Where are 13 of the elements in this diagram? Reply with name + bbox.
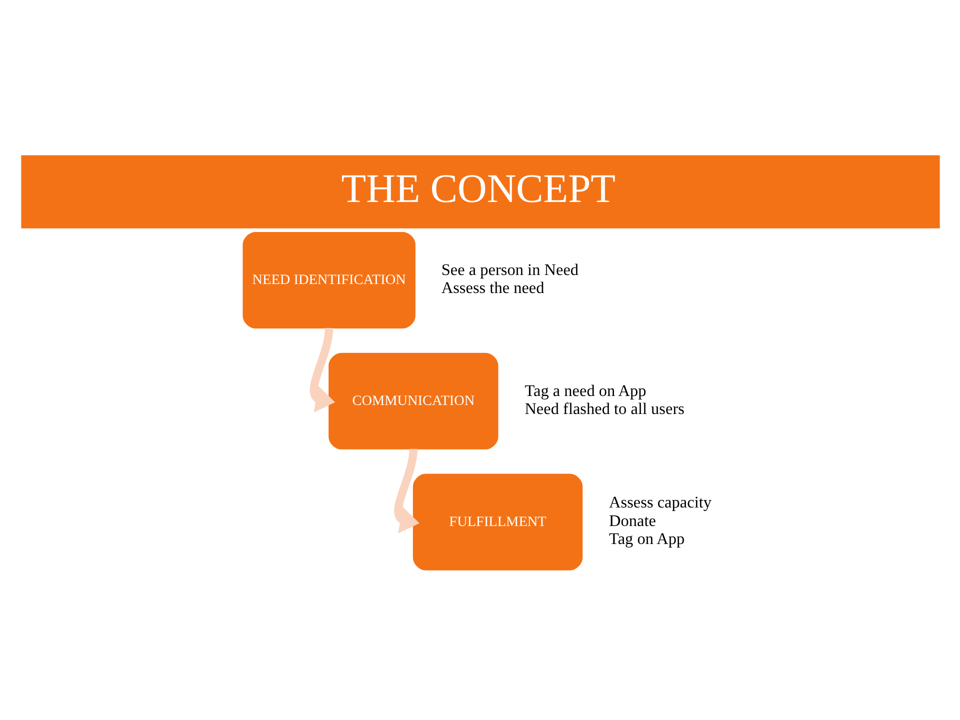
diagram-title: THE CONCEPT [340,165,616,210]
arrow [309,327,335,412]
node-label: See a person in Need [440,260,578,278]
arrow [394,448,419,533]
node-box: FULFILLMENT [412,473,582,570]
node-label: Tag a need on App [524,381,646,400]
node-label: Assess capacity [608,493,711,512]
node-label: Need flashed to all users [524,400,684,418]
node-box: NEED IDENTIFICATION [242,231,415,328]
node-label: Assess the need [440,278,544,297]
node-label: Tag on App [608,530,684,548]
node-box: COMMUNICATION [328,352,498,449]
node-label: Donate [608,511,656,530]
